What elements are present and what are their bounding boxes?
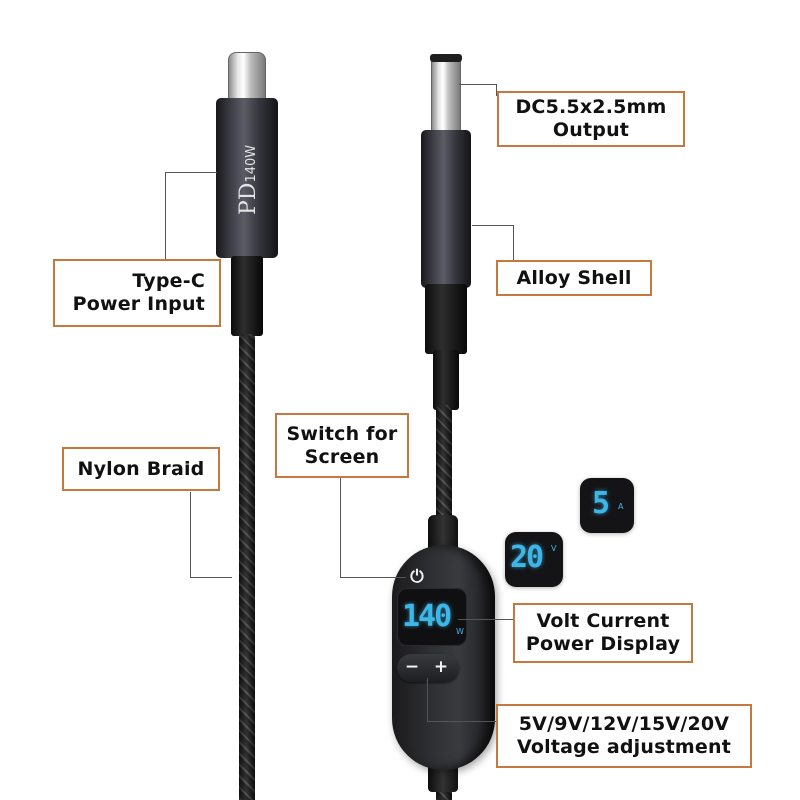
inset-voltage-value: 20 (510, 540, 544, 575)
leader-type-c (165, 172, 217, 173)
voltage-buttons: − + (397, 654, 459, 682)
leader-dc-output-v (496, 84, 497, 96)
main-display-value: 140 (402, 599, 452, 634)
usb-c-housing (216, 98, 278, 258)
callout-voltage: 5V/9V/12V/15V/20V Voltage adjustment (496, 704, 752, 768)
leader-switch (340, 478, 341, 578)
screen-power-button[interactable]: ⏻ (406, 566, 428, 588)
voltage-minus-button[interactable]: − (404, 657, 420, 677)
leader-voltage-h (427, 721, 497, 722)
inset-voltage-display: 20 V (505, 532, 563, 587)
inset-current-display: 5 A (580, 478, 634, 533)
callout-type-c: Type-C Power Input (53, 259, 221, 327)
callout-dc-output: DC5.5x2.5mm Output (497, 91, 685, 147)
callout-nylon-braid: Nylon Braid (62, 447, 220, 491)
callout-switch-screen: Switch for Screen (275, 413, 409, 478)
inset-voltage-unit: V (551, 544, 557, 553)
voltage-plus-button[interactable]: + (433, 657, 449, 677)
leader-alloy-shell (472, 225, 514, 226)
leader-dc-output (459, 84, 497, 85)
leader-nylon-h (190, 577, 232, 578)
callout-alloy-shell: Alloy Shell (496, 260, 652, 296)
dc-alloy-housing (421, 130, 471, 288)
right-braided-cable (436, 405, 452, 525)
dc-tip-rim (430, 54, 462, 62)
pd-140w-label: PD140W (236, 144, 261, 215)
left-braided-cable (239, 334, 255, 800)
leader-alloy-shell-v (513, 225, 514, 260)
usb-c-strain-relief (231, 256, 263, 336)
inset-current-value: 5 (592, 486, 611, 521)
leader-display (458, 619, 514, 620)
dc-barrel-tip (431, 55, 461, 133)
leader-voltage (427, 678, 428, 721)
power-icon: ⏻ (410, 567, 424, 587)
leader-type-c-v (165, 172, 166, 260)
main-display: 140 W (397, 588, 467, 646)
callout-display: Volt Current Power Display (513, 603, 693, 663)
leader-nylon (190, 492, 191, 578)
usb-c-plug-tip (228, 52, 266, 100)
inset-current-unit: A (618, 502, 624, 511)
leader-switch-h (340, 577, 406, 578)
dc-strain-relief (425, 284, 467, 354)
main-display-unit: W (456, 627, 464, 636)
dc-strain-taper (433, 350, 459, 410)
